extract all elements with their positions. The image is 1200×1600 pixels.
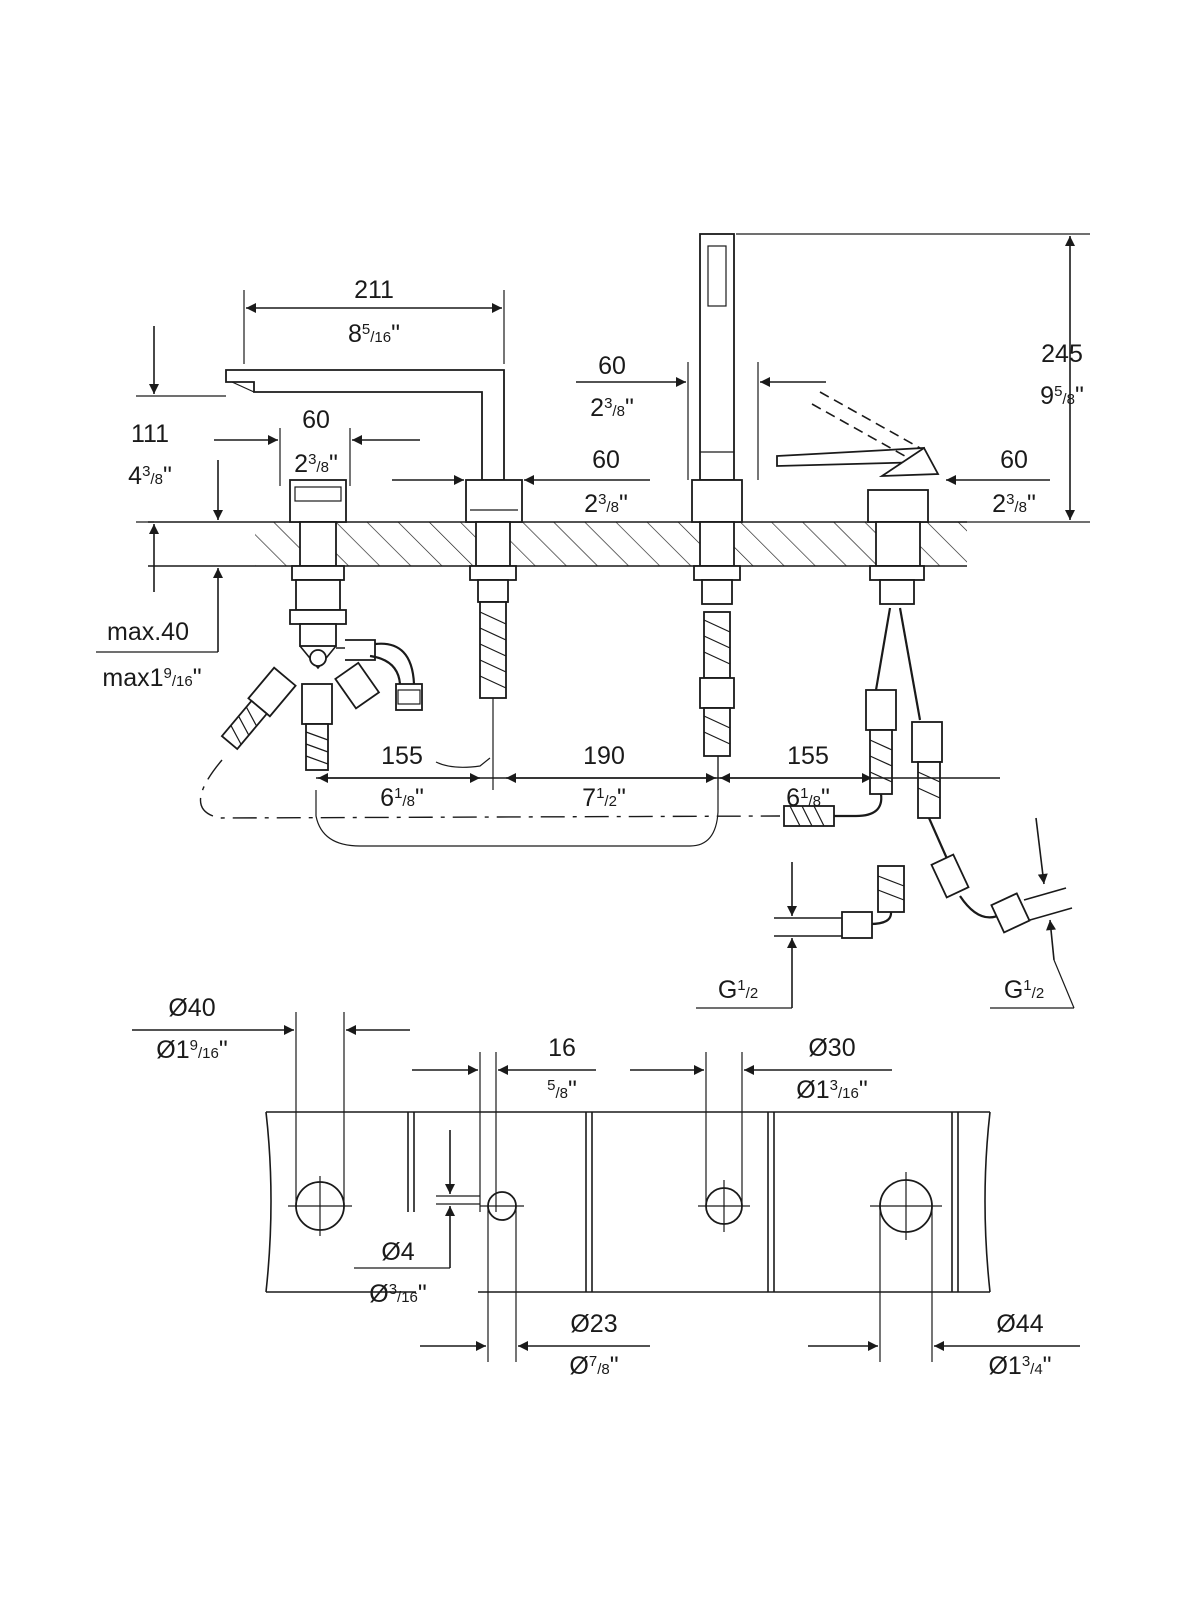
dim-label-imperial: 61/8" bbox=[786, 784, 830, 812]
dim-label-imperial: 5/8" bbox=[547, 1076, 577, 1104]
mixing-valve bbox=[220, 479, 423, 771]
dim-label-imperial: 23/8" bbox=[584, 490, 628, 518]
dim-label-imperial: 23/8" bbox=[590, 394, 634, 422]
dimension-deck-thickness: max.40 max19/16" bbox=[96, 460, 223, 692]
dimension-valve-width: 60 23/8" bbox=[214, 406, 420, 486]
dim-label-imperial: Ø13/16" bbox=[796, 1076, 867, 1104]
hand-shower bbox=[691, 233, 743, 757]
dim-label: Ø44 bbox=[996, 1310, 1043, 1338]
dim-label-imperial: 95/8" bbox=[1040, 382, 1084, 410]
plan-view-deck-holes: Ø40 Ø19/16" 16 5/8" Ø30 Ø13/16" bbox=[132, 994, 1080, 1380]
dim-label: 155 bbox=[381, 742, 423, 770]
connection-line-2 bbox=[315, 756, 719, 847]
dim-label-imperial: max19/16" bbox=[102, 664, 201, 692]
dim-label: 190 bbox=[583, 742, 625, 770]
supply-pipe-right bbox=[959, 887, 1073, 934]
dim-label-imperial: 23/8" bbox=[294, 450, 338, 478]
dim-label: 60 bbox=[592, 446, 620, 474]
dim-label: 60 bbox=[1000, 446, 1028, 474]
svg-text:G1/2: G1/2 bbox=[718, 976, 758, 1004]
thread-label-right: G1/2 bbox=[990, 817, 1075, 1009]
dim-label-imperial: 23/8" bbox=[992, 490, 1036, 518]
thread-label-left: G1/2 bbox=[696, 862, 797, 1009]
dimension-spacing-row: 155 61/8" 190 71/2" 155 61/8" bbox=[316, 698, 1000, 812]
dim-label: 211 bbox=[354, 276, 394, 304]
dim-label: Ø23 bbox=[570, 1310, 617, 1338]
dim-label: 155 bbox=[787, 742, 829, 770]
dim-label: 60 bbox=[302, 406, 330, 434]
side-elevation-view: 211 85/16" 111 43/8" 60 23/8" 60 23/8" bbox=[96, 233, 1090, 1009]
dim-label-imperial: 61/8" bbox=[380, 784, 424, 812]
dimension-spout-height: 111 43/8" bbox=[128, 326, 226, 592]
dimension-hole-23: Ø23 Ø7/8" bbox=[420, 1206, 650, 1380]
dim-label-imperial: Ø19/16" bbox=[156, 1036, 227, 1064]
dimension-pin-4: Ø4 Ø3/16" bbox=[354, 1130, 480, 1308]
dimension-spout-length: 211 85/16" bbox=[243, 276, 505, 364]
dimension-hole-40: Ø40 Ø19/16" bbox=[132, 994, 410, 1206]
dim-label: max.40 bbox=[107, 618, 189, 646]
deck-section bbox=[148, 521, 967, 567]
dim-label-imperial: 85/16" bbox=[348, 320, 400, 348]
dim-label: 16 bbox=[548, 1034, 576, 1062]
dimension-lever-width: 60 23/8" bbox=[946, 446, 1050, 518]
svg-text:G1/2: G1/2 bbox=[1004, 976, 1044, 1004]
dimension-hole-44: Ø44 Ø13/4" bbox=[808, 1206, 1080, 1380]
dimension-shower-base: 60 23/8" bbox=[576, 352, 826, 480]
dimension-hole-30: Ø30 Ø13/16" bbox=[630, 1034, 892, 1206]
dim-label: Ø30 bbox=[808, 1034, 855, 1062]
supply-pipe-left bbox=[774, 865, 905, 939]
connection-line-1 bbox=[199, 759, 781, 819]
dim-label-imperial: Ø13/4" bbox=[988, 1352, 1051, 1380]
dim-label-imperial: 43/8" bbox=[128, 462, 172, 490]
dim-label: Ø40 bbox=[168, 994, 215, 1022]
single-lever bbox=[776, 391, 970, 899]
dim-label: 245 bbox=[1041, 340, 1083, 368]
dim-label: 111 bbox=[131, 420, 169, 448]
bath-spout bbox=[225, 369, 523, 699]
dimension-shower-height: 245 95/8" bbox=[736, 233, 1090, 523]
dimension-slot-16: 16 5/8" bbox=[412, 1034, 596, 1212]
dim-label: Ø4 bbox=[381, 1238, 414, 1266]
dim-label-imperial: 71/2" bbox=[582, 784, 626, 812]
dim-label: 60 bbox=[598, 352, 626, 380]
dim-label-imperial: Ø3/16" bbox=[369, 1280, 427, 1308]
dim-label-imperial: Ø7/8" bbox=[569, 1352, 618, 1380]
dimension-spout-base: 60 23/8" bbox=[392, 446, 650, 518]
